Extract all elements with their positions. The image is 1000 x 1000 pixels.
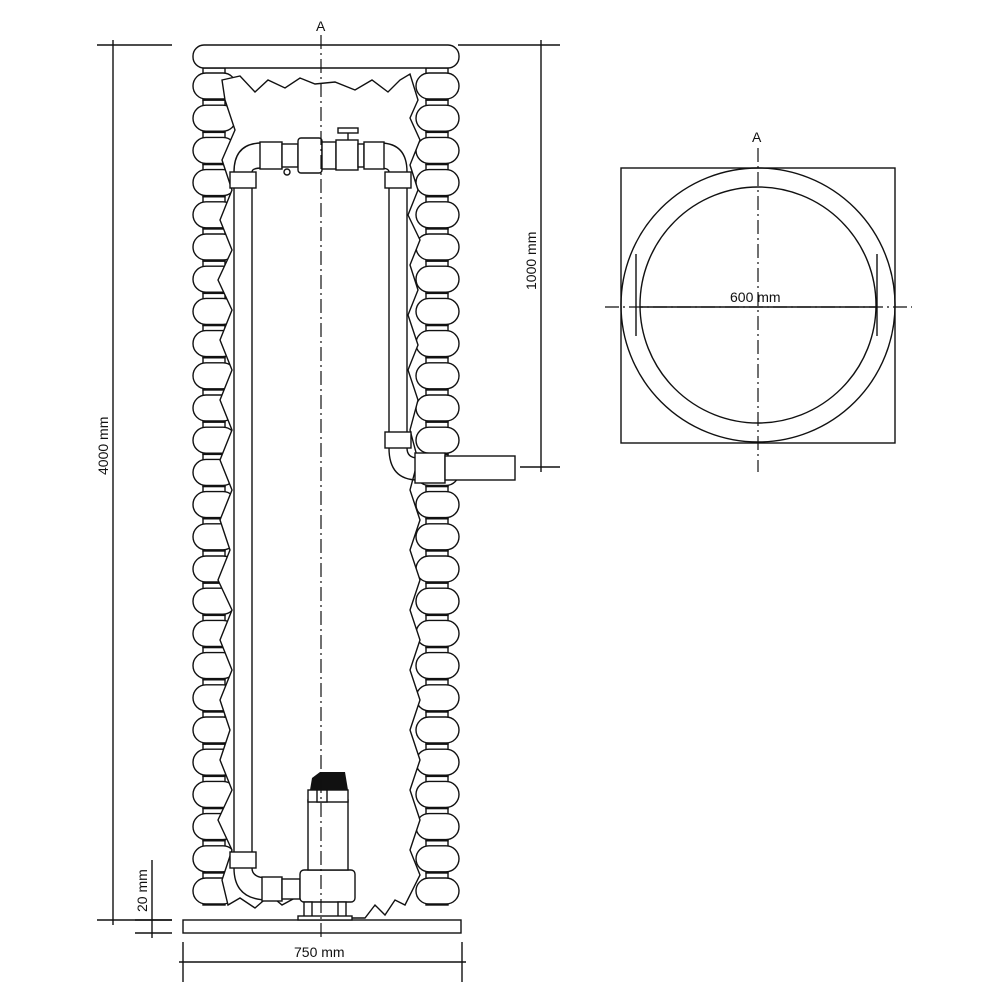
base-plate: [182, 919, 462, 934]
ring-right: [415, 490, 460, 519]
section-marker: A: [316, 18, 326, 34]
ring-right: [415, 555, 460, 583]
ring-right: [415, 523, 460, 551]
outlet-pipe: [414, 452, 516, 484]
submersible-pump: [297, 772, 356, 921]
plan-view: 600 mm A: [605, 129, 912, 472]
dimension-base-width: 750 mm: [179, 942, 466, 982]
ring-right: [415, 201, 460, 229]
plan-section-marker: A: [752, 129, 762, 145]
ring-right: [415, 684, 460, 712]
ring-right: [415, 265, 460, 293]
ring-right: [415, 297, 460, 326]
ring-right: [415, 426, 460, 454]
valve-assembly: [259, 127, 385, 176]
ring-right: [415, 716, 460, 744]
ring-right: [415, 136, 460, 165]
ring-right: [415, 619, 460, 648]
base-thickness-label: 20 mm: [134, 869, 150, 912]
ring-right: [415, 394, 460, 422]
riser-pipe-left: [229, 142, 269, 901]
ring-right: [415, 72, 460, 100]
ring-right: [415, 168, 460, 197]
dimension-height-total: 4000 mm: [95, 40, 172, 925]
shaft-rings: [192, 67, 460, 906]
ring-right: [415, 748, 460, 776]
ring-right: [415, 233, 460, 261]
ring-right: [415, 104, 460, 132]
ring-right: [415, 651, 460, 680]
ring-right: [415, 812, 460, 841]
cutaway-interior: [217, 72, 421, 919]
base-width-label: 750 mm: [294, 944, 345, 960]
dimension-outlet-depth: 1000 mm: [458, 40, 560, 472]
ring-right: [415, 329, 460, 358]
section-view: A: [182, 18, 516, 940]
ring-right: [415, 362, 460, 390]
ring-right: [415, 780, 460, 809]
ring-right: [415, 877, 460, 905]
dimension-base-thickness: 20 mm: [134, 860, 172, 938]
ring-right: [415, 587, 460, 615]
discharge-elbow-bottom: [261, 876, 301, 902]
outlet-depth-label: 1000 mm: [523, 232, 539, 290]
height-total-label: 4000 mm: [95, 417, 111, 475]
diameter-label: 600 mm: [730, 289, 781, 305]
top-cover-ring: [192, 44, 460, 69]
ring-right: [415, 845, 460, 873]
